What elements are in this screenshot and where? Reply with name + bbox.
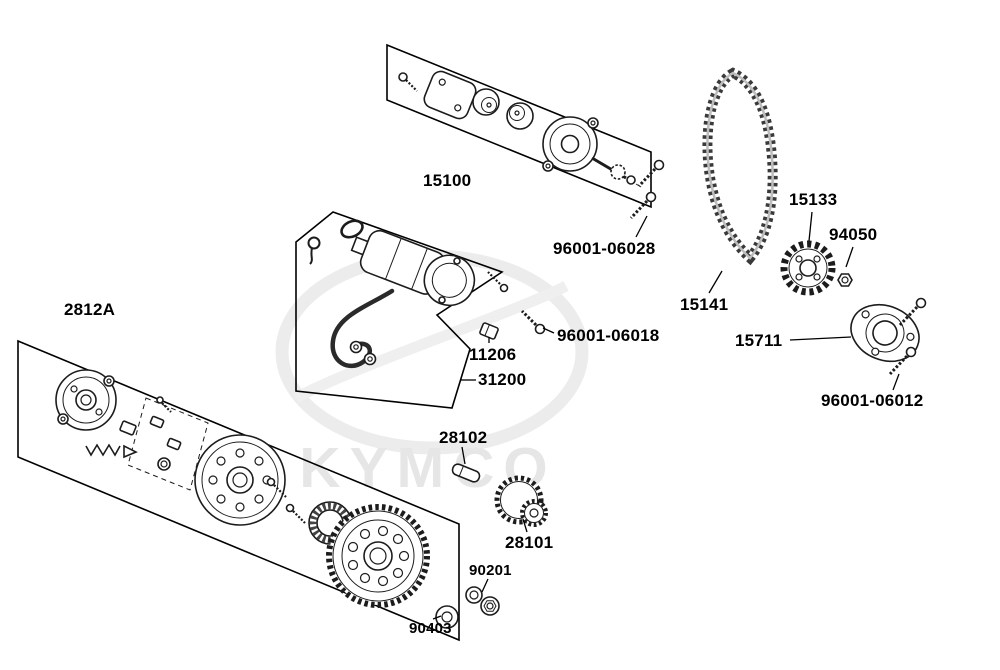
bolts-96001-06028 (629, 159, 665, 220)
small-hardware-set (85, 396, 209, 491)
part-label-28102: 28102 (439, 428, 488, 447)
cam-sprocket (780, 240, 836, 296)
part-label-15133: 15133 (789, 190, 838, 209)
pump-cover (850, 303, 920, 363)
flywheel-rotor (194, 434, 286, 526)
part-label-94050: 94050 (829, 225, 878, 244)
part-label-90201: 90201 (469, 562, 512, 579)
part-label-28101: 28101 (505, 533, 554, 552)
stator-plate (55, 369, 117, 431)
part-label-96001-06028: 96001-06028 (553, 239, 656, 258)
flywheel-box (17, 339, 460, 642)
lock-washer-nut (465, 586, 500, 616)
part-label-96001-06012: 96001-06012 (821, 391, 924, 410)
part-label-15141: 15141 (680, 295, 729, 314)
cam-chain (702, 67, 778, 266)
flywheel-bolts (266, 477, 306, 524)
pump-screw (398, 72, 418, 92)
pump-shaft-gear (591, 156, 642, 188)
oil-pump-box (386, 43, 652, 209)
rubber-clip (307, 236, 321, 265)
part-label-31200: 31200 (478, 370, 527, 389)
idle-gear-shaft (451, 463, 481, 483)
o-ring (340, 219, 364, 239)
part-label-15711: 15711 (735, 331, 783, 350)
pump-plate (423, 70, 477, 120)
plain-washer (435, 605, 459, 629)
part-label-96001-06018: 96001-06018 (557, 326, 660, 345)
cable-terminals (349, 340, 377, 366)
spacer-nut (479, 322, 499, 340)
sprocket-washer (837, 273, 853, 287)
pump-outer-rotor (506, 102, 534, 130)
part-label-2812A: 2812A (64, 300, 116, 319)
bolts-96001-06012 (888, 297, 927, 376)
starter-motor-box (295, 211, 504, 409)
part-label-11206: 11206 (469, 345, 517, 364)
starter-motor (330, 229, 476, 369)
starter-driven-gear (326, 504, 430, 608)
part-label-15100: 15100 (423, 171, 472, 190)
part-label-90403: 90403 (409, 620, 452, 637)
oil-pump-assembly (398, 70, 642, 188)
pump-inner-rotor (472, 88, 500, 116)
pump-housing (542, 116, 599, 172)
bolts-96001-06018 (487, 271, 546, 335)
idle-gear (494, 475, 548, 527)
leader-lines (432, 211, 900, 620)
